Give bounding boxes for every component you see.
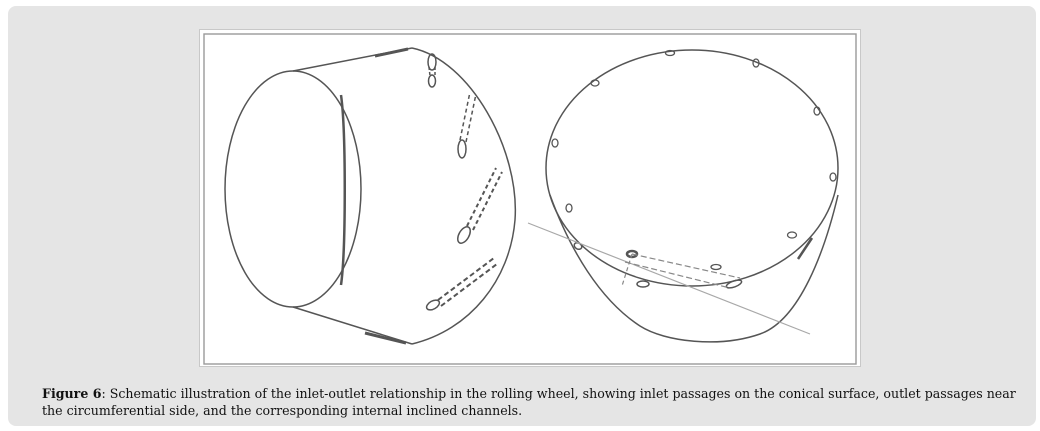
inlet-passage: [457, 139, 467, 159]
outlet-hole: [565, 203, 573, 213]
inlet-hole: [636, 280, 650, 288]
inclined-channel-1: [427, 53, 437, 88]
outlet-holes: [551, 49, 837, 271]
outlet-hole: [813, 106, 821, 116]
caption-text: Schematic illustration of the inlet-outl…: [42, 386, 1016, 418]
outlet-hole: [752, 58, 760, 68]
inclined-channel-2: [457, 91, 477, 159]
figure-panel: Figure 6: Schematic illustration of the …: [8, 6, 1036, 426]
inlet-slot: [796, 237, 814, 260]
outlet-hole: [590, 79, 600, 87]
left-wheel-view: [224, 47, 517, 345]
section-line: [621, 253, 633, 287]
outlet-passage: [427, 53, 437, 71]
inlet-passage: [427, 74, 437, 88]
outlet-hole: [710, 263, 722, 271]
internal-channel-line: [624, 261, 731, 289]
inlet-passage: [425, 299, 441, 311]
top-face: [545, 49, 839, 287]
small-end-face: [224, 70, 362, 308]
right-wheel-view: [527, 49, 839, 343]
large-end-rim: [411, 47, 517, 345]
cone-side-profile: [549, 194, 839, 343]
cone-bottom-edge: [292, 306, 413, 345]
rim-mark-bottom: [364, 331, 407, 345]
inner-image-border: [203, 33, 857, 365]
outlet-hole: [625, 249, 639, 259]
figure-caption: Figure 6: Schematic illustration of the …: [42, 385, 1027, 419]
outlet-hole: [664, 49, 676, 57]
inclined-channel-4: [425, 257, 498, 311]
figure-label: Figure 6: [42, 386, 102, 401]
inclination-reference-line: [527, 222, 811, 335]
outlet-hole: [786, 231, 798, 239]
outlet-hole: [829, 172, 837, 182]
rolling-wheel-schematic: [203, 33, 857, 365]
caption-separator: :: [101, 386, 110, 401]
outlet-hole: [551, 138, 559, 148]
internal-channel-line: [631, 253, 741, 279]
figure-image: [199, 29, 861, 367]
rim-mark-top: [374, 47, 409, 58]
inclined-channel-3: [457, 167, 503, 244]
inlet-hole: [725, 279, 743, 289]
inlet-passage: [457, 226, 471, 244]
face-edge-mark: [339, 94, 346, 286]
